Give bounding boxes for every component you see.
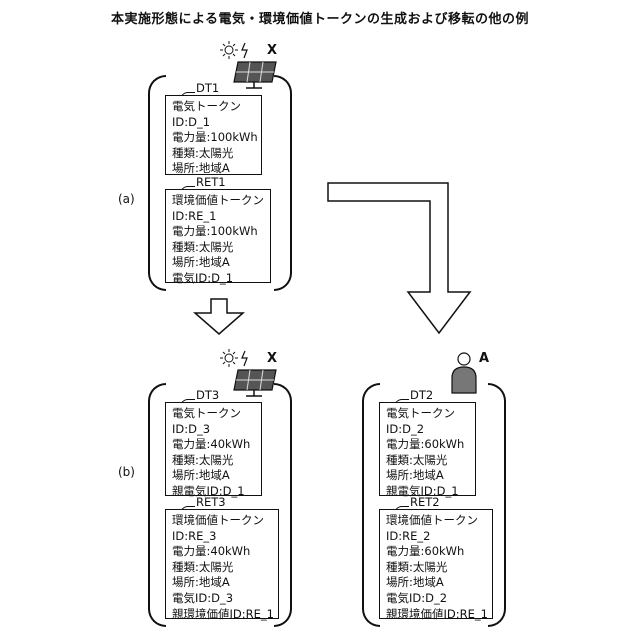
person-icon [452,353,476,393]
solar-panel-icon [220,349,276,396]
solar-panel-icon [220,41,276,88]
down-arrow-icon [195,299,243,334]
bent-arrow-icon [328,183,470,333]
